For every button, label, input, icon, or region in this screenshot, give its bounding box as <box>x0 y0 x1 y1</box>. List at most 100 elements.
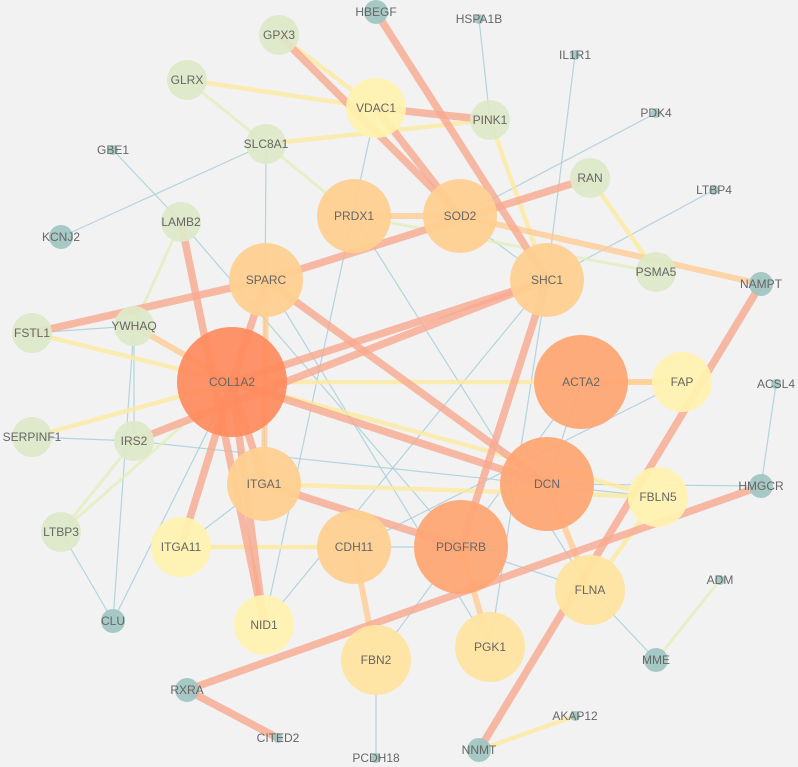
node-itga11[interactable]: ITGA11 <box>151 517 211 577</box>
node-circle[interactable] <box>570 50 580 60</box>
node-circle[interactable] <box>229 243 303 317</box>
node-circle[interactable] <box>534 335 628 429</box>
node-ltbp3[interactable]: LTBP3 <box>41 512 81 552</box>
node-circle[interactable] <box>510 243 584 317</box>
node-irs2[interactable]: IRS2 <box>114 421 154 461</box>
node-lamb2[interactable]: LAMB2 <box>161 202 201 242</box>
node-circle[interactable] <box>177 327 287 437</box>
node-circle[interactable] <box>470 100 510 140</box>
node-circle[interactable] <box>628 467 688 527</box>
node-circle[interactable] <box>12 313 52 353</box>
node-circle[interactable] <box>346 78 406 138</box>
node-pgk1[interactable]: PGK1 <box>455 612 525 682</box>
node-clu[interactable]: CLU <box>101 609 125 633</box>
edge-rxra-cited2 <box>183 686 282 742</box>
node-circle[interactable] <box>175 678 199 702</box>
node-circle[interactable] <box>652 352 712 412</box>
node-cdh11[interactable]: CDH11 <box>317 510 391 584</box>
node-glrx[interactable]: GLRX <box>167 60 207 100</box>
node-serpinf1[interactable]: SERPINF1 <box>3 417 62 457</box>
node-circle[interactable] <box>474 14 484 24</box>
node-circle[interactable] <box>227 447 301 521</box>
node-dcn[interactable]: DCN <box>500 437 594 531</box>
node-label: PSMA5 <box>636 265 677 279</box>
node-itga1[interactable]: ITGA1 <box>227 447 301 521</box>
node-nnmt[interactable]: NNMT <box>462 738 497 762</box>
node-circle[interactable] <box>651 108 661 118</box>
node-ran[interactable]: RAN <box>570 158 610 198</box>
node-fbn2[interactable]: FBN2 <box>341 625 411 695</box>
node-ywhaq[interactable]: YWHAQ <box>111 306 157 346</box>
node-col1a2[interactable]: COL1A2 <box>177 327 287 437</box>
node-circle[interactable] <box>273 733 283 743</box>
node-circle[interactable] <box>467 738 491 762</box>
node-shc1[interactable]: SHC1 <box>510 243 584 317</box>
node-fbln5[interactable]: FBLN5 <box>628 467 688 527</box>
node-circle[interactable] <box>151 517 211 577</box>
node-circle[interactable] <box>500 437 594 531</box>
node-rxra[interactable]: RXRA <box>170 678 204 702</box>
node-circle[interactable] <box>371 753 381 763</box>
node-mme[interactable]: MME <box>642 648 670 672</box>
node-circle[interactable] <box>49 225 73 249</box>
node-flna[interactable]: FLNA <box>555 555 625 625</box>
node-label: NID1 <box>250 618 278 632</box>
node-circle[interactable] <box>161 202 201 242</box>
node-slc8a1[interactable]: SLC8A1 <box>244 124 289 164</box>
node-psma5[interactable]: PSMA5 <box>636 252 677 292</box>
node-il1r1[interactable]: IL1R1 <box>559 48 591 62</box>
node-sparc[interactable]: SPARC <box>229 243 303 317</box>
node-fap[interactable]: FAP <box>652 352 712 412</box>
node-circle[interactable] <box>167 60 207 100</box>
node-circle[interactable] <box>771 379 781 389</box>
node-gpx3[interactable]: GPX3 <box>259 15 299 55</box>
node-pdgfrb[interactable]: PDGFRB <box>414 500 508 594</box>
edge-hbegf-shc1 <box>372 8 551 284</box>
node-nampt[interactable]: NAMPT <box>740 272 783 296</box>
node-circle[interactable] <box>364 0 388 24</box>
node-circle[interactable] <box>570 711 580 721</box>
node-circle[interactable] <box>749 272 773 296</box>
node-circle[interactable] <box>317 179 391 253</box>
node-cited2[interactable]: CITED2 <box>257 731 300 745</box>
node-circle[interactable] <box>414 500 508 594</box>
node-pink1[interactable]: PINK1 <box>470 100 510 140</box>
node-nid1[interactable]: NID1 <box>234 595 294 655</box>
node-circle[interactable] <box>317 510 391 584</box>
node-circle[interactable] <box>114 306 154 346</box>
node-circle[interactable] <box>749 474 773 498</box>
node-sod2[interactable]: SOD2 <box>423 179 497 253</box>
node-acsl4[interactable]: ACSL4 <box>757 377 795 391</box>
node-circle[interactable] <box>341 625 411 695</box>
node-circle[interactable] <box>234 595 294 655</box>
node-hmgcr[interactable]: HMGCR <box>738 474 784 498</box>
node-gbe1[interactable]: GBE1 <box>97 143 129 157</box>
node-circle[interactable] <box>455 612 525 682</box>
node-pdk4[interactable]: PDK4 <box>640 106 672 120</box>
node-fstl1[interactable]: FSTL1 <box>12 313 52 353</box>
node-adm[interactable]: ADM <box>707 573 734 587</box>
node-kcnj2[interactable]: KCNJ2 <box>42 225 80 249</box>
node-hbegf[interactable]: HBEGF <box>355 0 397 24</box>
node-hspa1b[interactable]: HSPA1B <box>456 12 502 26</box>
node-circle[interactable] <box>114 421 154 461</box>
node-akap12[interactable]: AKAP12 <box>552 709 598 723</box>
node-circle[interactable] <box>41 512 81 552</box>
node-pcdh18[interactable]: PCDH18 <box>352 751 400 765</box>
node-acta2[interactable]: ACTA2 <box>534 335 628 429</box>
node-circle[interactable] <box>12 417 52 457</box>
node-circle[interactable] <box>709 185 719 195</box>
node-circle[interactable] <box>555 555 625 625</box>
node-circle[interactable] <box>636 252 676 292</box>
node-circle[interactable] <box>715 575 725 585</box>
node-ltbp4[interactable]: LTBP4 <box>696 183 732 197</box>
node-circle[interactable] <box>570 158 610 198</box>
node-circle[interactable] <box>101 609 125 633</box>
node-circle[interactable] <box>644 648 668 672</box>
node-vdac1[interactable]: VDAC1 <box>346 78 406 138</box>
node-circle[interactable] <box>423 179 497 253</box>
node-prdx1[interactable]: PRDX1 <box>317 179 391 253</box>
node-circle[interactable] <box>259 15 299 55</box>
node-circle[interactable] <box>108 145 118 155</box>
node-circle[interactable] <box>246 124 286 164</box>
